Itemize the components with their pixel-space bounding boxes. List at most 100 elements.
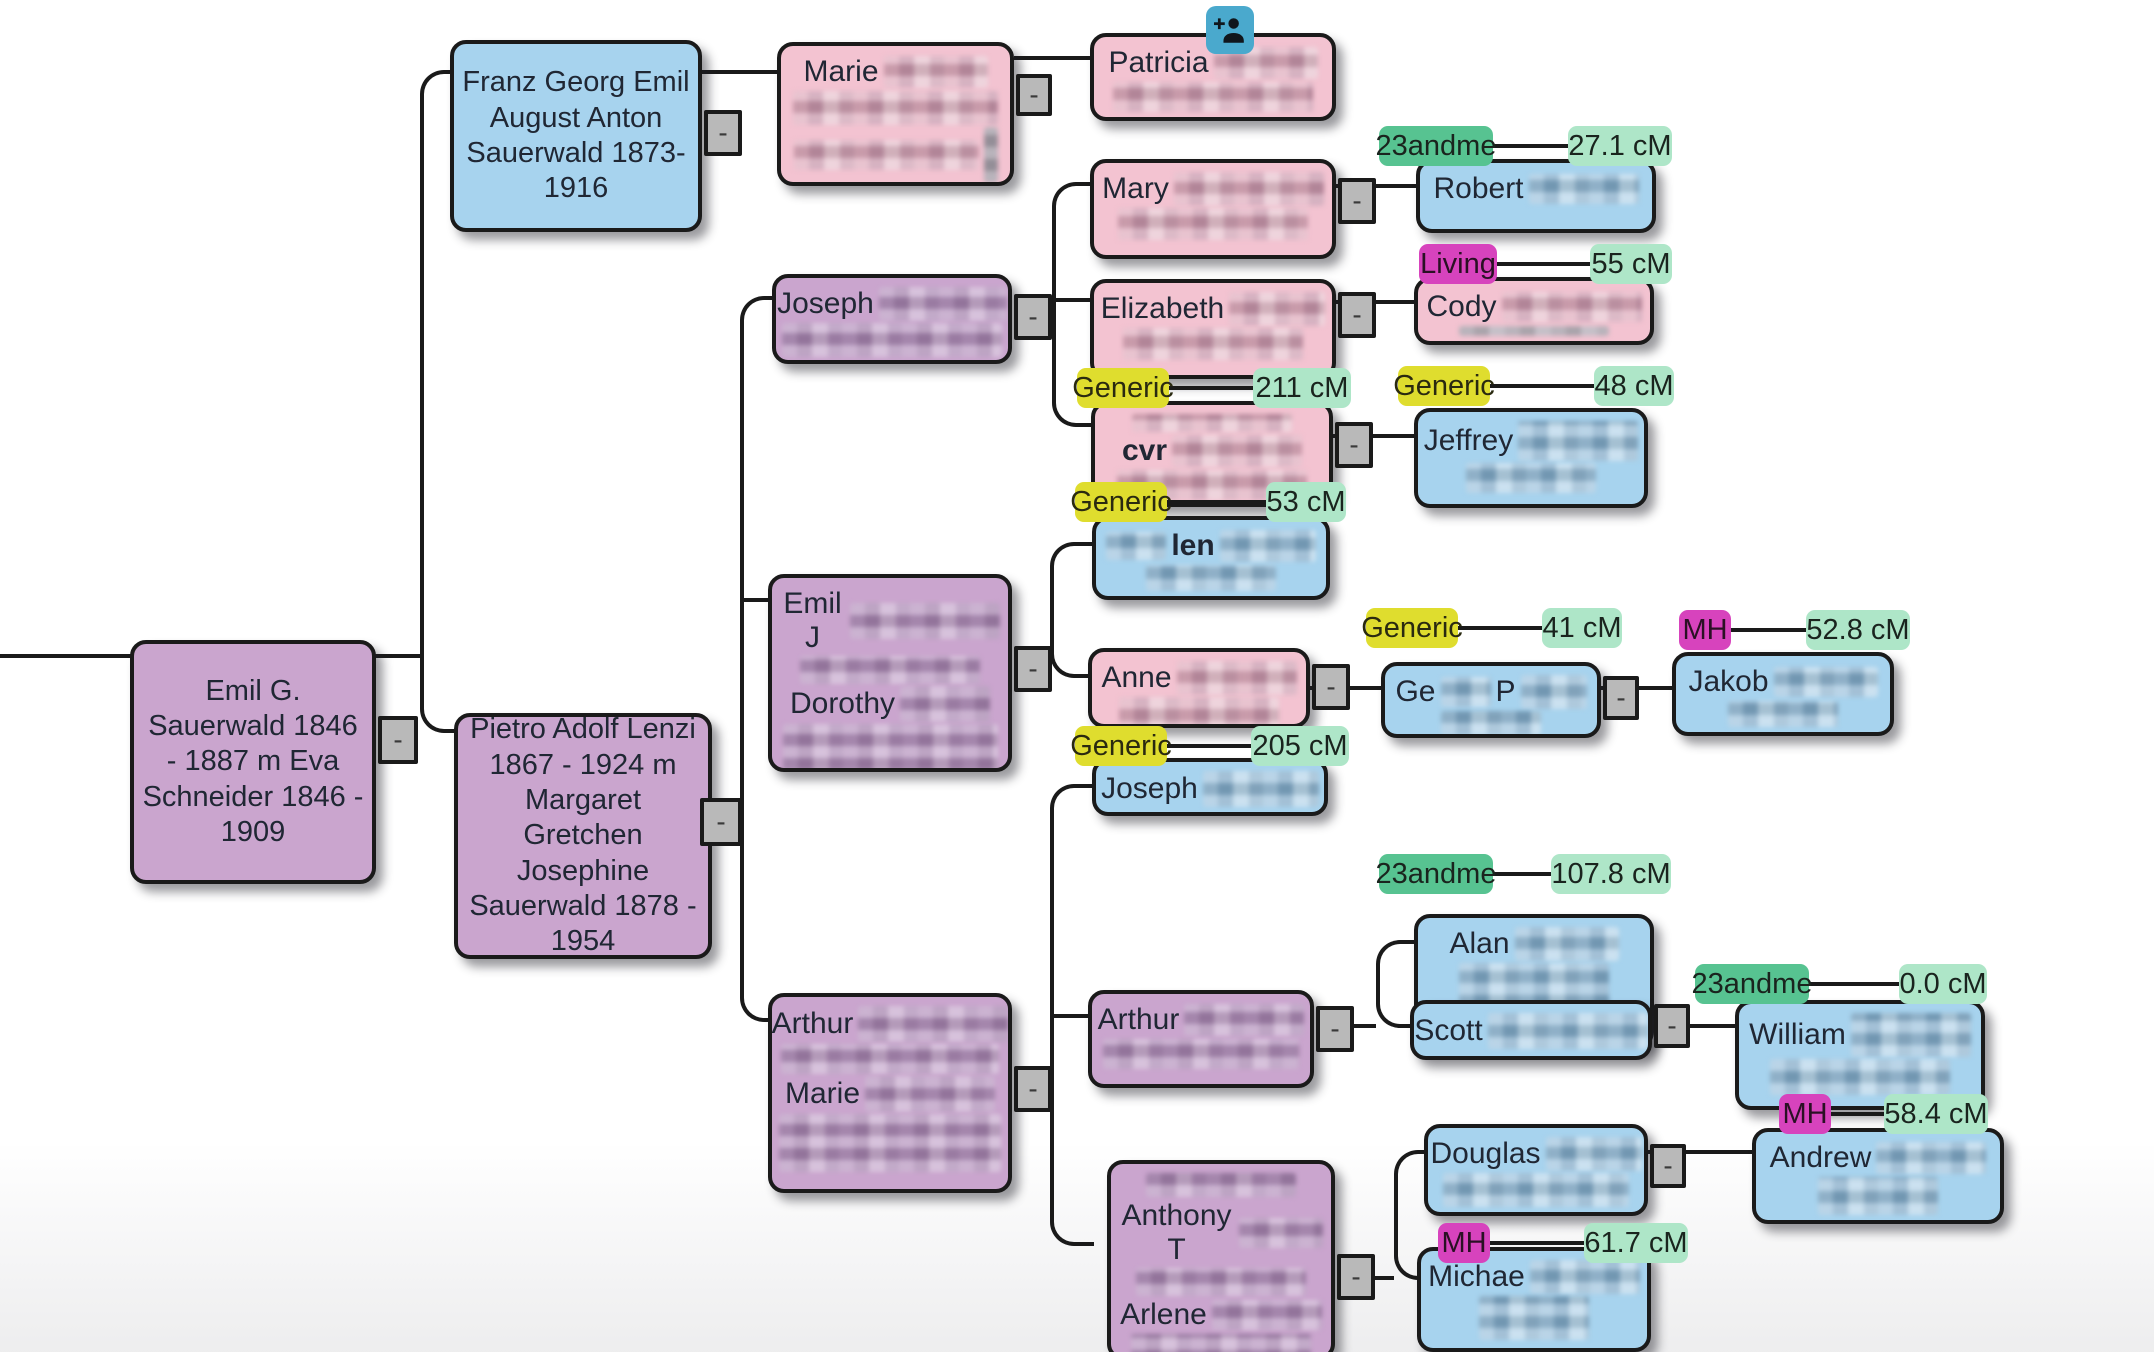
connector <box>1333 434 1414 438</box>
connector <box>1016 298 1092 302</box>
person-name: Scott <box>1414 1014 1483 1048</box>
cm-badge: 61.7 cM <box>1584 1223 1688 1263</box>
badge-connector <box>1831 1112 1884 1116</box>
person-name: Jeffrey <box>1423 424 1514 458</box>
source-badge: 23andme <box>1376 126 1496 166</box>
add-person-icon[interactable] <box>1206 6 1254 54</box>
redacted-text <box>781 1044 999 1074</box>
collapse-button[interactable]: - <box>1014 1066 1052 1112</box>
redacted-text <box>1146 564 1276 591</box>
person-box-joseph-jr[interactable]: Joseph <box>1092 758 1328 816</box>
person-name: Arthur <box>771 1007 854 1041</box>
redacted-text <box>1440 677 1491 707</box>
person-box-robert[interactable]: Robert <box>1416 159 1656 233</box>
person-box-arthur-couple[interactable]: Arthur Marie <box>768 993 1012 1193</box>
person-name: Pietro Adolf Lenzi 1867 - 1924 m Margare… <box>469 713 697 958</box>
person-name: Jakob <box>1688 665 1769 698</box>
collapse-button[interactable]: - <box>1014 646 1052 692</box>
person-name: Cody <box>1426 290 1497 323</box>
person-box-cody[interactable]: Cody <box>1414 277 1654 345</box>
person-box-arthur-c[interactable]: Arthur <box>1088 990 1314 1088</box>
redacted-text <box>800 656 980 685</box>
person-box-scott[interactable]: Scott <box>1410 1000 1652 1060</box>
person-box-root-couple[interactable]: Emil G. Sauerwald 1846 - 1887 m Eva Schn… <box>130 640 376 884</box>
redacted-text <box>850 602 1000 639</box>
person-box-jakob[interactable]: Jakob <box>1672 652 1894 736</box>
redacted-text <box>1545 1137 1642 1171</box>
collapse-button[interactable]: - <box>1014 294 1052 340</box>
person-box-jeffrey[interactable]: Jeffrey <box>1414 408 1648 508</box>
person-box-emil-couple[interactable]: Emil J Dorothy <box>768 574 1012 772</box>
person-name: William <box>1749 1018 1846 1052</box>
connector-bracket <box>1394 1150 1428 1280</box>
person-box-andrew[interactable]: Andrew <box>1752 1128 2004 1224</box>
redacted-text <box>1119 697 1279 724</box>
person-name: cvr <box>1121 434 1168 467</box>
source-badge: MH <box>1779 1094 1831 1134</box>
source-badge: 23andme <box>1376 854 1496 894</box>
badge-connector <box>1809 982 1899 986</box>
collapse-button[interactable]: - <box>1016 74 1052 116</box>
badge-connector <box>1493 872 1551 876</box>
collapse-button[interactable]: - <box>1316 1006 1354 1052</box>
connector <box>0 654 132 658</box>
cm-badge: 58.4 cM <box>1884 1094 1988 1134</box>
connector <box>1050 1014 1088 1018</box>
collapse-button[interactable]: - <box>1654 1004 1690 1048</box>
person-name: Arthur <box>1097 1003 1180 1036</box>
person-box-douglas[interactable]: Douglas <box>1424 1124 1648 1216</box>
collapse-button[interactable]: - <box>378 716 418 764</box>
person-box-william[interactable]: William <box>1735 1000 1985 1110</box>
redacted-text <box>1487 1013 1648 1049</box>
person-box-len[interactable]: len <box>1092 516 1330 600</box>
redacted-text <box>1518 421 1639 461</box>
redacted-text <box>1113 81 1313 112</box>
cm-badge: 41 cM <box>1542 608 1622 648</box>
collapse-button[interactable]: - <box>1338 292 1376 338</box>
collapse-button[interactable]: - <box>1603 676 1639 720</box>
person-box-franz[interactable]: Franz Georg Emil August Anton Sauerwald … <box>450 40 702 232</box>
collapse-button[interactable]: - <box>704 110 742 156</box>
source-badge: Generic <box>1072 368 1174 408</box>
person-box-michael[interactable]: Michae <box>1417 1247 1651 1352</box>
collapse-button[interactable]: - <box>1337 1254 1375 1300</box>
person-box-joseph-sr[interactable]: Joseph <box>772 274 1012 364</box>
redacted-text <box>1176 661 1297 695</box>
redacted-text <box>1528 173 1639 204</box>
person-box-anthony-couple[interactable]: Anthony T Arlene <box>1107 1160 1335 1352</box>
person-box-pietro[interactable]: Pietro Adolf Lenzi 1867 - 1924 m Margare… <box>454 713 712 959</box>
person-name: Robert <box>1433 172 1524 205</box>
connector <box>702 70 777 74</box>
collapse-button[interactable]: - <box>1335 422 1373 468</box>
cm-badge: 211 cM <box>1253 368 1351 408</box>
connector <box>1336 184 1416 188</box>
collapse-button[interactable]: - <box>1338 178 1376 224</box>
person-box-marie-sr[interactable]: Marie <box>777 42 1014 186</box>
redacted-text <box>1773 666 1878 697</box>
person-name: Patricia <box>1108 46 1209 79</box>
redacted-text <box>1103 1038 1299 1069</box>
collapse-button[interactable]: - <box>1312 664 1350 710</box>
badge-connector <box>1458 626 1542 630</box>
person-box-elizabeth[interactable]: Elizabeth <box>1090 279 1336 379</box>
connector <box>1648 1150 1752 1154</box>
person-box-mary[interactable]: Mary <box>1090 159 1336 259</box>
cm-badge: 107.8 cM <box>1551 854 1671 894</box>
badge-connector <box>1490 1241 1584 1245</box>
connector <box>1354 1024 1376 1028</box>
person-name: P <box>1495 675 1516 709</box>
connector-bracket <box>740 296 774 1022</box>
connector-bracket <box>420 70 454 733</box>
collapse-button[interactable]: - <box>1650 1144 1686 1188</box>
redacted-text <box>983 126 998 182</box>
collapse-button[interactable]: - <box>700 798 742 846</box>
badge-connector <box>1167 500 1266 504</box>
connector <box>740 598 770 602</box>
person-name: Michae <box>1428 1260 1525 1294</box>
redacted-text <box>779 1114 1001 1172</box>
redacted-text <box>1123 328 1303 360</box>
source-badge: 23andme <box>1692 964 1812 1004</box>
person-box-anne[interactable]: Anne <box>1088 648 1310 728</box>
